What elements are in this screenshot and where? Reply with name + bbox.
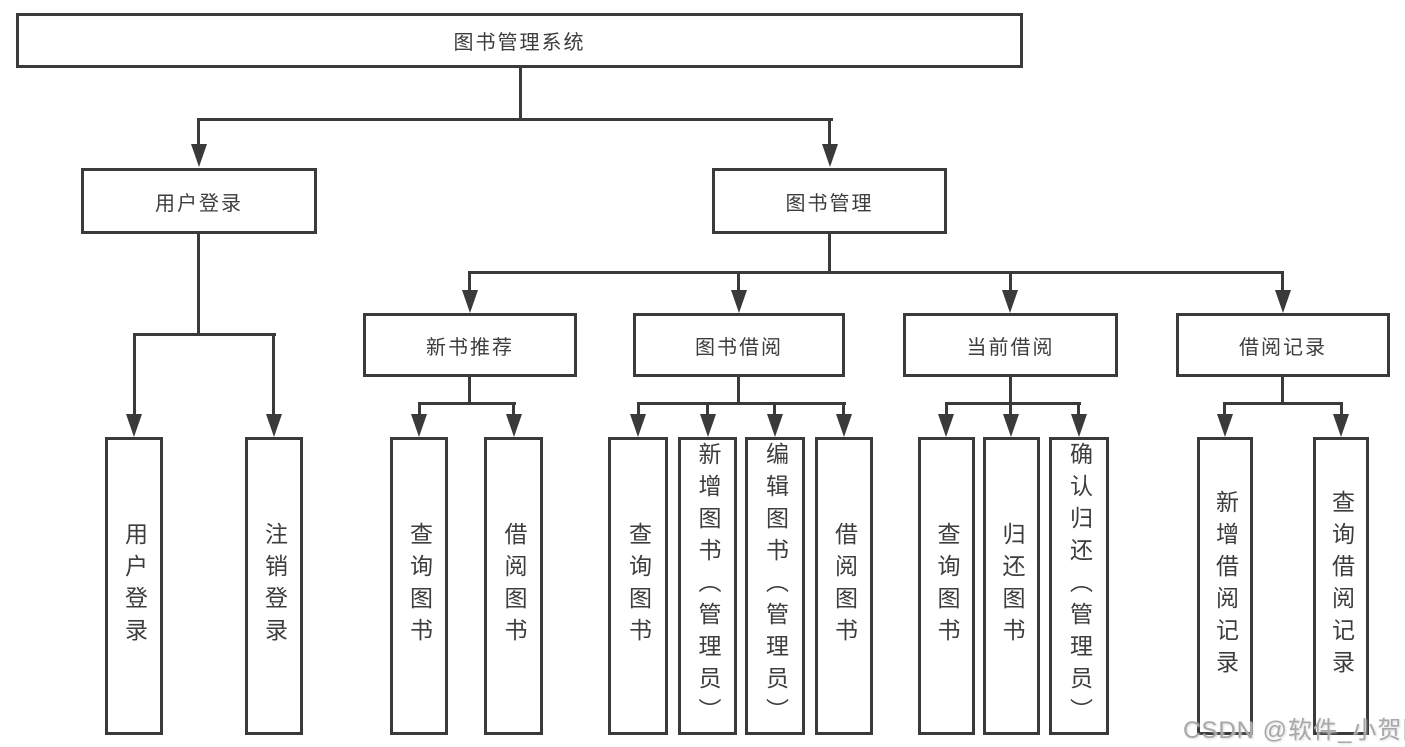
node-borrowing-records: 借阅记录: [1176, 313, 1390, 377]
leaf-user-login: 用户登录: [105, 437, 163, 735]
connector-user-login-stem: [197, 234, 200, 335]
arrow-down-icon: [1071, 414, 1087, 437]
arrow-down-icon: [1333, 414, 1349, 437]
node-user-login: 用户登录: [81, 168, 317, 234]
arrow-down-icon: [462, 290, 478, 313]
leaf-query-books-recommend: 查询图书: [390, 437, 448, 735]
leaf-query-books-borrowing: 查询图书: [608, 437, 668, 735]
connector-root-branch: [198, 118, 833, 121]
arrow-down-icon: [938, 414, 954, 437]
arrow-down-icon: [731, 290, 747, 313]
arrow-down-icon: [836, 414, 852, 437]
node-current-borrowing: 当前借阅: [903, 313, 1118, 377]
connector-group-branch: [637, 402, 846, 405]
arrow-down-icon: [191, 144, 207, 167]
arrow-down-icon: [1003, 414, 1019, 437]
leaf-logout-login: 注销登录: [245, 437, 303, 735]
connector-stem-leaf: [1340, 402, 1343, 415]
leaf-return-books: 归还图书: [983, 437, 1040, 735]
connector-stem-user-login: [197, 118, 200, 146]
leaf-confirm-return-admin: 确认归还（管理员）: [1049, 437, 1109, 735]
connector-group-stem: [468, 377, 471, 404]
connector-stem-leaf: [842, 402, 845, 415]
leaf-borrow-books-recommend: 借阅图书: [484, 437, 543, 735]
connector-group-stem: [737, 377, 740, 404]
arrow-down-icon: [126, 414, 142, 437]
arrow-down-icon: [1275, 290, 1291, 313]
arrow-down-icon: [1217, 414, 1233, 437]
connector-book-mgmt-branch: [469, 271, 1284, 274]
connector-stem-module: [1009, 271, 1012, 292]
connector-stem-leaf: [272, 333, 275, 414]
connector-stem-leaf: [133, 333, 136, 414]
watermark-text: CSDN @软件_小贺同学: [1183, 717, 1405, 744]
connector-stem-leaf: [945, 402, 948, 415]
connector-group-branch: [945, 402, 1081, 405]
connector-group-branch: [418, 402, 516, 405]
leaf-query-books-current: 查询图书: [918, 437, 975, 735]
arrow-down-icon: [822, 144, 838, 167]
connector-stem-book-management: [828, 118, 831, 146]
connector-stem-leaf: [706, 402, 709, 415]
connector-group-stem: [1281, 377, 1284, 404]
connector-stem-leaf: [1077, 402, 1080, 415]
connector-group-branch: [1223, 402, 1343, 405]
leaf-edit-books-admin: 编辑图书（管理员）: [745, 437, 805, 735]
leaf-add-borrow-record: 新增借阅记录: [1197, 437, 1253, 735]
connector-group-stem: [1009, 377, 1012, 404]
leaf-add-books-admin: 新增图书（管理员）: [678, 437, 737, 735]
arrow-down-icon: [411, 414, 427, 437]
connector-stem-leaf: [637, 402, 640, 415]
connector-stem-leaf: [1223, 402, 1226, 415]
arrow-down-icon: [767, 414, 783, 437]
arrow-down-icon: [266, 414, 282, 437]
node-new-book-recommendation: 新书推荐: [363, 313, 577, 377]
arrow-down-icon: [630, 414, 646, 437]
connector-book-mgmt-stem: [828, 234, 831, 273]
connector-stem-module: [1281, 271, 1284, 292]
arrow-down-icon: [1002, 290, 1018, 313]
arrow-down-icon: [700, 414, 716, 437]
leaf-query-borrow-record: 查询借阅记录: [1313, 437, 1369, 735]
connector-stem-leaf: [418, 402, 421, 415]
connector-root-stem: [519, 68, 522, 121]
node-book-management: 图书管理: [712, 168, 947, 234]
connector-stem-module: [468, 271, 471, 292]
connector-stem-leaf: [1009, 402, 1012, 415]
leaf-borrow-books: 借阅图书: [815, 437, 873, 735]
node-book-borrowing: 图书借阅: [633, 313, 845, 377]
node-library-system: 图书管理系统: [16, 13, 1023, 68]
connector-stem-module: [737, 271, 740, 292]
connector-stem-leaf: [773, 402, 776, 415]
connector-stem-leaf: [512, 402, 515, 415]
connector-user-login-branch: [133, 333, 276, 336]
arrow-down-icon: [506, 414, 522, 437]
